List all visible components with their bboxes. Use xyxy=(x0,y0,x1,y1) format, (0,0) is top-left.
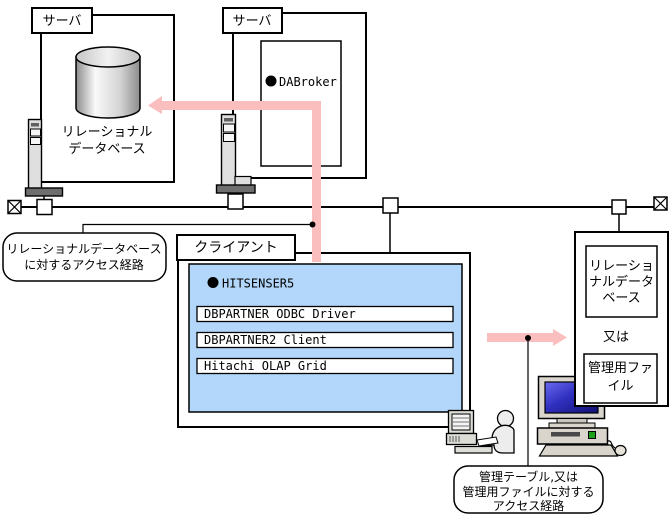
server2-label: サーバ xyxy=(233,14,272,29)
storage-option1-box xyxy=(585,245,658,318)
storage-option2-line2: イル xyxy=(607,379,633,394)
client-component-label: DBPARTNER ODBC Driver xyxy=(204,307,356,321)
network-tap-icon xyxy=(36,198,53,216)
leader-line-relational xyxy=(82,223,312,234)
network-tap-icon xyxy=(227,193,244,210)
db-name-line1: リレーショナル xyxy=(62,125,153,140)
client-label: クライアント xyxy=(194,240,277,256)
database-cylinder-icon xyxy=(75,46,141,119)
server-tower-icon xyxy=(215,113,256,194)
mouse-cable xyxy=(606,440,616,449)
storage-option2-line1: 管理用ファ xyxy=(588,361,653,376)
network-terminator-right-icon xyxy=(653,196,668,211)
client-component-box xyxy=(196,357,454,375)
junction-dot xyxy=(309,221,316,228)
server1-label: サーバ xyxy=(43,14,82,29)
mouse-icon xyxy=(614,444,627,457)
callout-admin-line1: 管理テーブル,又は xyxy=(479,469,578,484)
admin-access-arrow xyxy=(487,329,567,346)
client-component-box xyxy=(196,331,454,349)
network-terminator-left-icon xyxy=(7,199,22,215)
storage-option1-line3: ベース xyxy=(602,291,640,306)
client-component-box xyxy=(196,305,454,323)
storage-option2-box xyxy=(583,353,658,404)
bullet-icon xyxy=(207,277,219,288)
storage-option1-line1: リレーショ xyxy=(589,259,654,274)
dabroker-label: DABroker xyxy=(279,75,337,89)
storage-option1-line2: ナルデータ xyxy=(589,274,654,290)
person-at-computer-icon xyxy=(476,409,515,454)
client-component-label: Hitachi OLAP Grid xyxy=(204,359,327,373)
client-label-box xyxy=(176,234,296,261)
callout-relational-line2: に対するアクセス経路 xyxy=(24,257,143,272)
server2-label-box xyxy=(222,7,283,34)
client-product-label: HITSENSER5 xyxy=(222,277,294,291)
relational-access-arrow xyxy=(148,96,321,262)
callout-relational-line1: リレーショナルデータベース xyxy=(6,241,161,256)
storage-or-label: 又は xyxy=(603,330,629,345)
bullet-icon xyxy=(265,75,277,87)
callout-admin-access xyxy=(453,465,604,514)
network-tap-icon xyxy=(382,197,399,214)
junction-dot xyxy=(525,335,531,341)
db-name-line2: データベース xyxy=(68,141,145,157)
callout-admin-line3: アクセス経路 xyxy=(493,498,564,513)
workstation-icon xyxy=(445,409,493,454)
client-component-label: DBPARTNER2 Client xyxy=(204,333,327,347)
server-tower-icon xyxy=(24,118,64,197)
callout-admin-line2: 管理用ファイルに対する xyxy=(462,484,594,499)
network-tap-icon xyxy=(611,199,627,215)
callout-relational-access xyxy=(2,232,167,282)
server1-label-box xyxy=(31,7,93,34)
